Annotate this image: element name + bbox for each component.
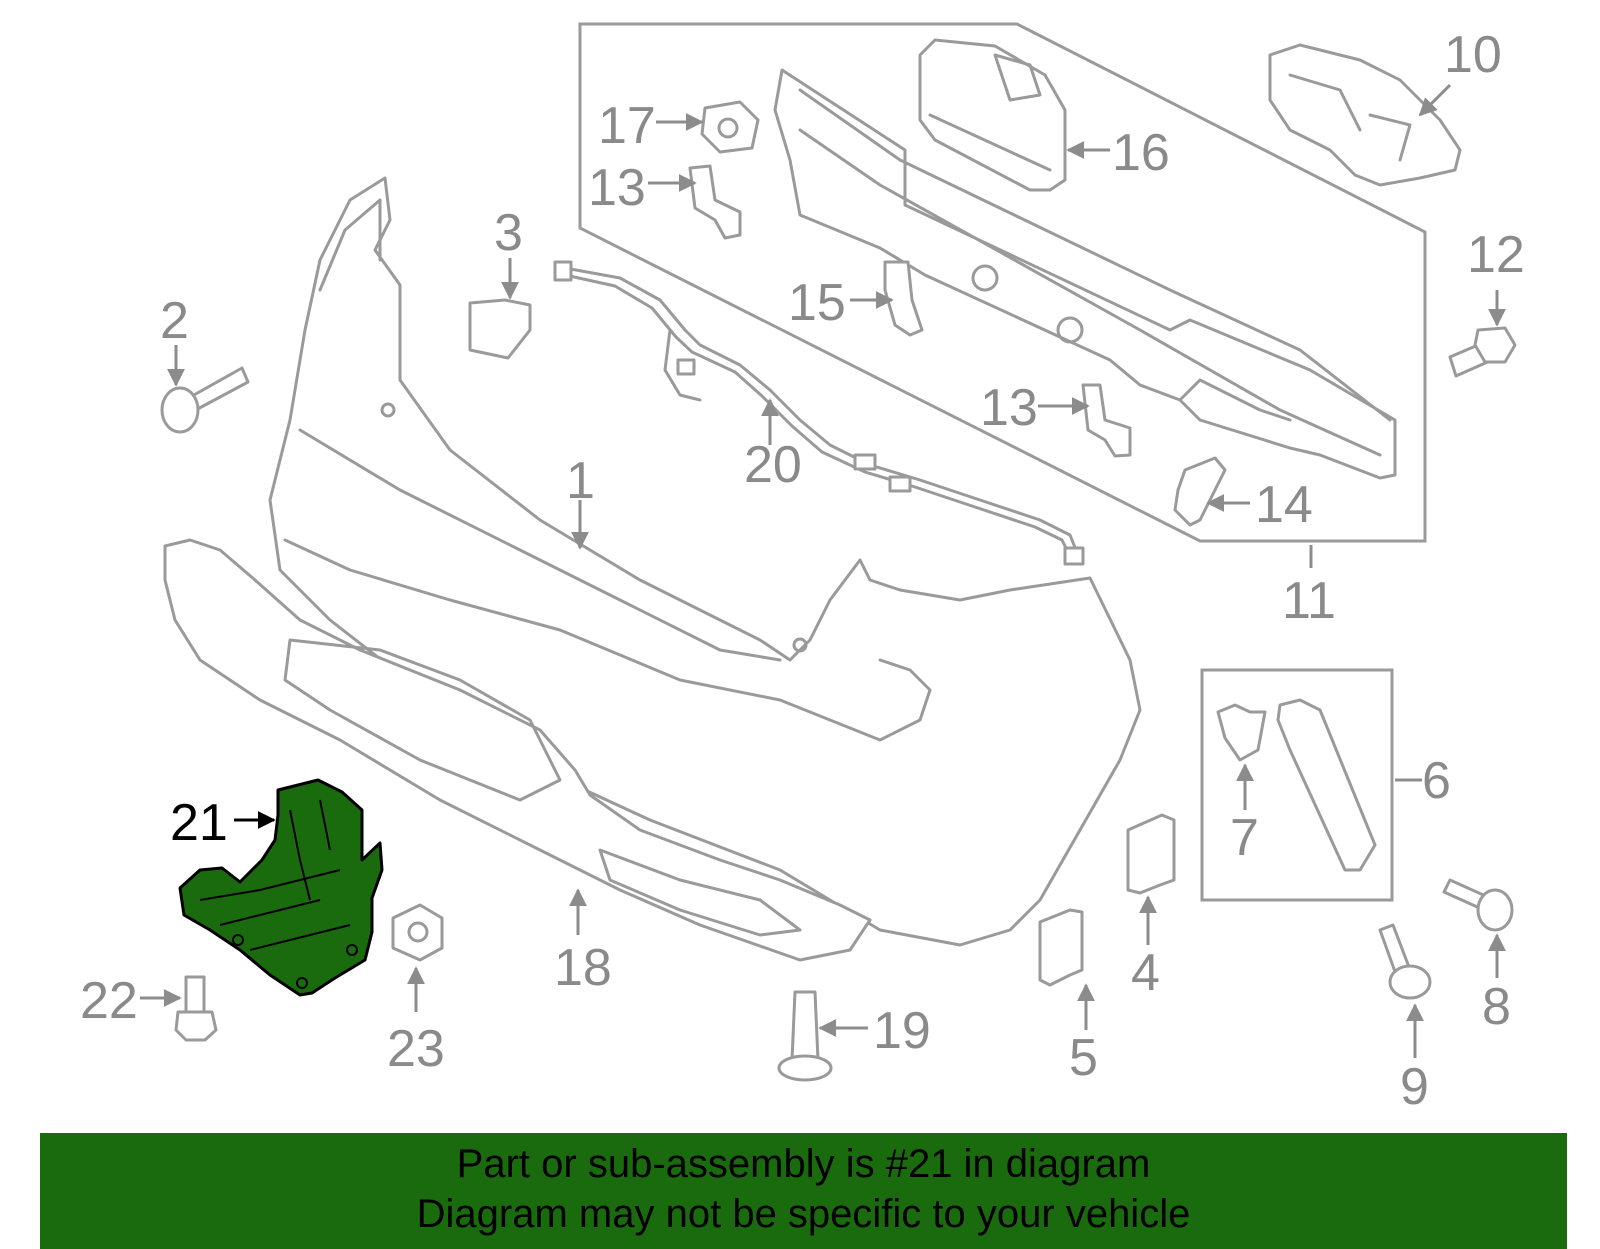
screw-19 (777, 990, 833, 1082)
highlighted-part-21[interactable] (178, 778, 384, 997)
callout-22: 22 (80, 972, 138, 1030)
screw-8 (1442, 878, 1514, 932)
nut-23 (391, 903, 444, 962)
clip-4 (1126, 813, 1176, 895)
info-banner: Part or sub-assembly is #21 in diagram D… (40, 1133, 1567, 1249)
callout-6: 6 (1422, 752, 1451, 810)
wiring-harness-20 (553, 260, 1085, 566)
leader-10 (1418, 83, 1452, 117)
bracket-13-upper (688, 164, 742, 240)
callout-8: 8 (1482, 978, 1511, 1036)
callout-21: 21 (170, 794, 228, 852)
callout-11: 11 (1282, 572, 1336, 630)
bracket-16 (918, 38, 1067, 192)
screw-2 (160, 366, 250, 434)
callout-13-lower: 13 (980, 379, 1038, 437)
callout-23: 23 (387, 1020, 445, 1078)
reinforcement-beam-11 (773, 68, 1397, 480)
bracket-14 (1173, 456, 1227, 527)
callout-20: 20 (744, 436, 802, 494)
clip-7 (1216, 703, 1267, 762)
bumper-cover-1 (268, 176, 1142, 947)
lower-valance-18 (163, 538, 872, 962)
bracket-6 (1276, 698, 1377, 872)
screw-9 (1378, 923, 1432, 1000)
group-box-11 (578, 22, 1427, 543)
callout-19: 19 (873, 1002, 931, 1060)
clip-5 (1038, 908, 1084, 987)
callout-7: 7 (1230, 809, 1259, 867)
clip-3 (468, 298, 532, 360)
callout-12: 12 (1467, 226, 1525, 284)
group-box-6 (1200, 668, 1394, 902)
bracket-10 (1268, 43, 1462, 187)
callout-5: 5 (1069, 1029, 1098, 1087)
callout-9: 9 (1400, 1058, 1429, 1116)
callout-3: 3 (494, 204, 523, 262)
callout-17: 17 (598, 97, 656, 155)
callout-14: 14 (1255, 476, 1313, 534)
callout-18: 18 (554, 939, 612, 997)
callout-10: 10 (1444, 26, 1502, 84)
bolt-22 (174, 975, 218, 1042)
callout-15: 15 (788, 274, 846, 332)
callout-2: 2 (160, 292, 189, 350)
banner-line-2: Diagram may not be specific to your vehi… (416, 1192, 1191, 1236)
callout-1: 1 (566, 452, 595, 510)
bracket-13-lower (1081, 383, 1132, 458)
bolt-12 (1448, 326, 1517, 378)
banner-line-1: Part or sub-assembly is #21 in diagram (456, 1142, 1151, 1186)
callout-16: 16 (1112, 124, 1170, 182)
nut-17 (700, 100, 760, 154)
callout-13-upper: 13 (588, 159, 646, 217)
callout-4: 4 (1131, 944, 1160, 1002)
